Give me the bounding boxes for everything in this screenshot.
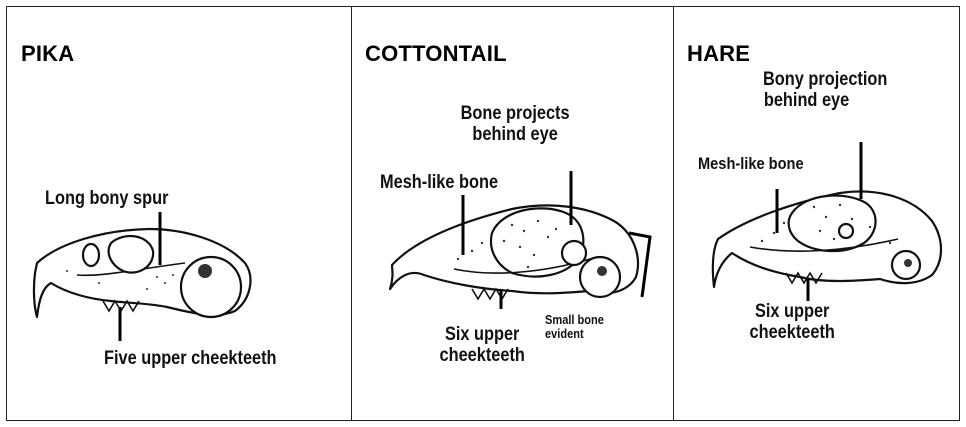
cottontail-bulla [580,257,620,297]
pika-bulla [181,257,241,317]
label-bone-projects: Bone projects behind eye [442,104,588,145]
label-line: behind eye [442,125,588,146]
label-line: Bone projects [442,104,588,125]
label-line: Six upper [422,325,542,346]
label-line: Six upper [732,302,852,323]
label-five-upper-cheekteeth: Five upper cheekteeth [104,349,277,370]
hare-orbit [789,196,876,251]
pika-orbit [109,236,154,273]
hare-eye-socket [839,224,853,238]
pika-nasal-opening [83,244,99,266]
label-line: cheekteeth [732,323,852,344]
label-mesh-like-bone: Mesh-like bone [380,173,498,194]
label-long-bony-spur: Long bony spur [45,189,168,210]
label-line: behind eye [763,91,887,112]
label-six-upper-cheekteeth: Six upper cheekteeth [422,325,542,366]
label-small-bone-evident: Small bone evident [545,313,604,341]
cottontail-ear-opening [597,266,607,276]
pika-ear-opening [198,264,212,278]
label-line: evident [545,327,604,341]
label-line: Bony projection [763,70,887,91]
panel-cottontail: COTTONTAIL Bone projects behind eye Mesh… [352,7,673,420]
hare-ear-opening [904,259,912,267]
label-mesh-like-bone: Mesh-like bone [698,155,804,173]
panel-hare: HARE Bony projection behind eye Mesh-lik… [674,7,959,420]
panel-pika: PIKA Long bony spur Five upper cheekteet… [7,7,351,420]
label-line: cheekteeth [422,346,542,367]
label-six-upper-cheekteeth: Six upper cheekteeth [732,302,852,343]
cottontail-eye-socket [562,241,586,265]
label-line: Small bone [545,313,604,327]
label-bony-projection: Bony projection behind eye [763,70,887,111]
